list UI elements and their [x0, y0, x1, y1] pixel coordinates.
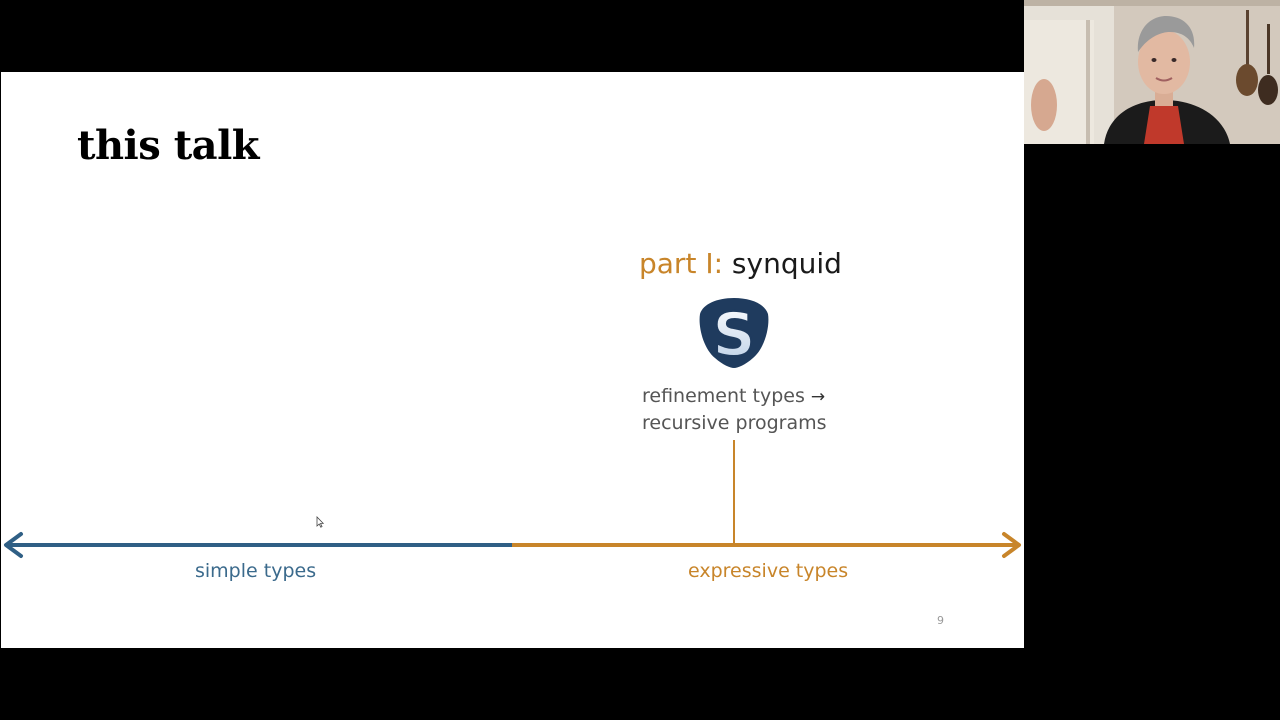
description-line-1-text: refinement types	[642, 385, 805, 407]
synquid-logo-icon: S	[699, 298, 769, 370]
logo-letter: S	[712, 300, 755, 370]
axis-label-expressive: expressive types	[688, 560, 849, 582]
right-arrowhead-icon	[1002, 532, 1021, 558]
description-line-1: refinement types→	[642, 383, 827, 410]
type-spectrum-axis	[4, 440, 1021, 558]
part-name: synquid	[731, 247, 842, 280]
axis-label-simple: simple types	[195, 560, 317, 582]
presentation-slide	[1, 72, 1024, 648]
description-line-2: recursive programs	[642, 412, 827, 434]
part-prefix: part I:	[639, 247, 724, 280]
presenter-webcam	[1024, 0, 1280, 144]
left-arrowhead-icon	[4, 532, 23, 558]
mouse-cursor-icon	[316, 516, 324, 528]
slide-title: this talk	[77, 122, 260, 169]
part-heading: part I: synquid	[639, 250, 842, 278]
presenter-video-feed	[1024, 0, 1280, 144]
synquid-description: refinement types→ recursive programs	[642, 383, 827, 436]
slide-page-number: 9	[937, 614, 944, 627]
right-arrow-icon: →	[810, 387, 826, 407]
